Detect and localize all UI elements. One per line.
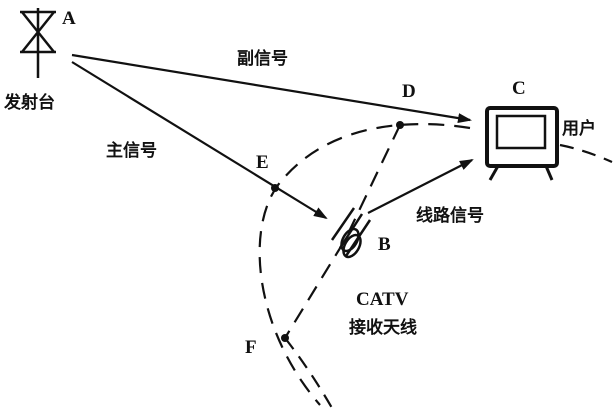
user-label: 用户 — [562, 118, 596, 139]
secondary-signal-label: 副信号 — [237, 48, 288, 69]
label-f: F — [245, 337, 257, 358]
tv-extension-dashed — [559, 143, 613, 164]
transmitter-label: 发射台 — [3, 92, 55, 113]
label-a: A — [62, 8, 76, 29]
main-signal-label: 主信号 — [106, 140, 157, 161]
catv-label: CATV — [356, 289, 409, 310]
main-signal-path — [71, 61, 328, 220]
secondary-signal-path — [71, 53, 472, 124]
point-d-marker — [396, 121, 404, 129]
television-icon — [485, 106, 559, 181]
transmitter-tower-icon — [20, 8, 56, 78]
antenna-label: 接收天线 — [349, 317, 417, 338]
point-f-marker — [281, 334, 289, 342]
label-b: B — [378, 234, 391, 255]
label-d: D — [402, 81, 416, 102]
point-e-marker — [271, 184, 279, 192]
line-signal-path — [367, 159, 474, 214]
yagi-antenna-icon — [330, 207, 372, 259]
line-signal-label: 线路信号 — [416, 205, 484, 226]
lower-extension-dashed — [284, 337, 333, 409]
label-c: C — [512, 78, 526, 99]
wavefront-arc — [258, 123, 471, 406]
label-e: E — [256, 152, 269, 173]
